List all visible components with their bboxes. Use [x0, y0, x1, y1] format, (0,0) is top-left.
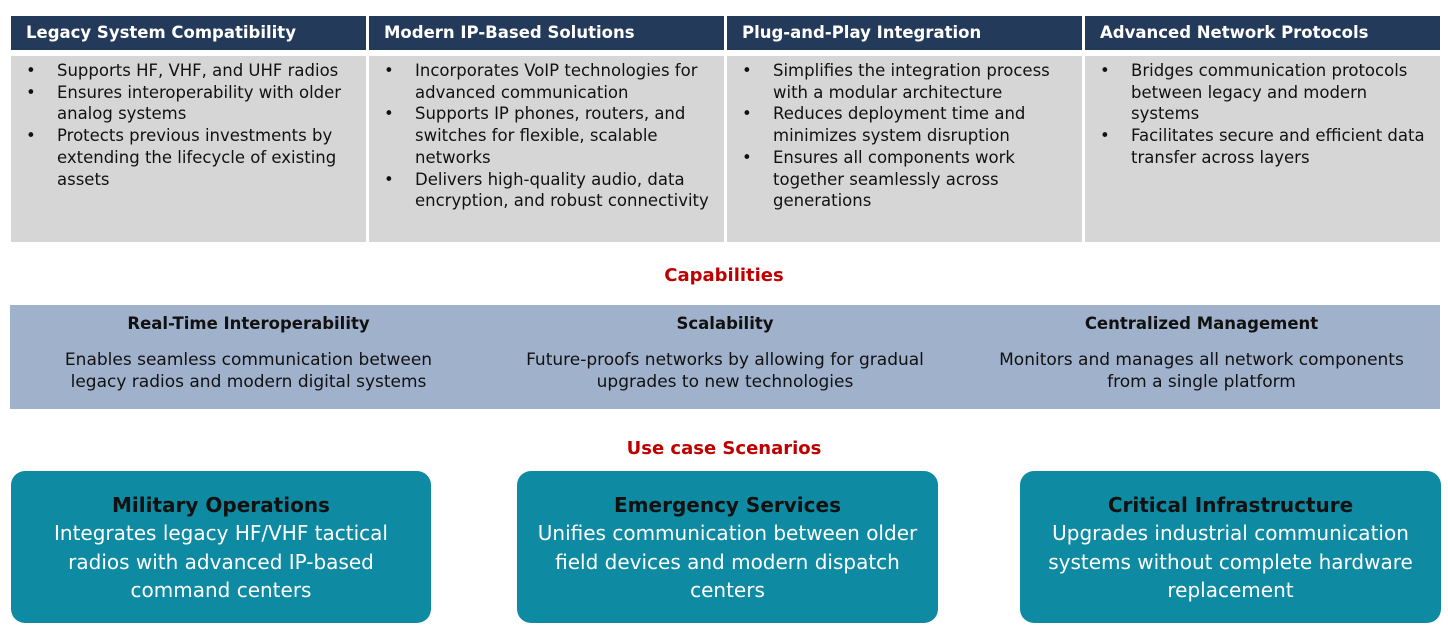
bullet-dot-icon: • — [384, 169, 394, 189]
bullet-dot-icon: • — [1100, 61, 1110, 80]
bullet-dot-icon: • — [26, 82, 36, 102]
bullet-dot-icon: • — [26, 61, 36, 80]
use-case-description: Upgrades industrial communication system… — [1048, 521, 1413, 602]
capability-title: Scalability — [676, 314, 774, 333]
capability-title: Real-Time Interoperability — [127, 314, 370, 333]
bullet-dot-icon: • — [742, 104, 752, 124]
bullet-item: •Delivers high-quality audio, data encry… — [384, 169, 709, 211]
column-header: Advanced Network Protocols — [1085, 16, 1440, 50]
column-body: •Incorporates VoIP technologies for adva… — [369, 56, 724, 242]
bullet-item: •Bridges communication protocols between… — [1100, 61, 1408, 124]
capabilities-band: Real-Time Interoperability Enables seaml… — [10, 305, 1440, 409]
bullet-item: •Supports IP phones, routers, and switch… — [384, 104, 686, 167]
bullet-dot-icon: • — [742, 61, 752, 80]
capability-scalability: Scalability Future-proofs networks by al… — [487, 305, 963, 409]
use-case-title: Critical Infrastructure — [1107, 493, 1354, 517]
bullet-item: •Ensures all components work together se… — [742, 147, 1015, 211]
capability-description: Monitors and manages all network compone… — [999, 350, 1404, 392]
bullet-item: •Supports HF, VHF, and UHF radios — [26, 61, 339, 80]
use-case-card-infrastructure: Critical Infrastructure Upgrades industr… — [1020, 471, 1441, 623]
capability-description: Enables seamless communication between l… — [64, 350, 433, 392]
column-header: Modern IP-Based Solutions — [369, 16, 724, 50]
capability-centralized-management: Centralized Management Monitors and mana… — [963, 305, 1440, 409]
column-advanced-protocols: Advanced Network Protocols •Bridges comm… — [1085, 16, 1440, 242]
feature-columns: Legacy System Compatibility •Supports HF… — [11, 16, 1440, 242]
use-case-description: Integrates legacy HF/VHF tactical radios… — [54, 521, 388, 602]
use-case-card-emergency: Emergency Services Unifies communication… — [517, 471, 938, 623]
bullet-dot-icon: • — [384, 61, 394, 80]
bullet-item: •Reduces deployment time and minimizes s… — [742, 104, 1026, 146]
bullet-dot-icon: • — [742, 147, 752, 167]
column-header: Legacy System Compatibility — [11, 16, 366, 50]
bullet-item: •Incorporates VoIP technologies for adva… — [384, 61, 698, 102]
capabilities-heading: Capabilities — [664, 265, 784, 286]
use-case-title: Emergency Services — [614, 493, 841, 517]
column-header: Plug-and-Play Integration — [727, 16, 1082, 50]
bullet-item: •Simplifies the integration process with… — [742, 61, 1050, 102]
bullet-item: •Protects previous investments by extend… — [26, 126, 337, 189]
capability-real-time-interoperability: Real-Time Interoperability Enables seaml… — [10, 305, 487, 409]
column-body: •Simplifies the integration process with… — [727, 56, 1082, 242]
use-case-heading: Use case Scenarios — [626, 438, 822, 459]
column-body: •Bridges communication protocols between… — [1085, 56, 1440, 242]
capability-title: Centralized Management — [1084, 314, 1319, 333]
capability-description: Future-proofs networks by allowing for g… — [526, 350, 924, 392]
bullet-item: •Ensures interoperability with older ana… — [26, 82, 342, 124]
column-legacy-compatibility: Legacy System Compatibility •Supports HF… — [11, 16, 366, 242]
use-case-description: Unifies communication between older fiel… — [537, 521, 918, 602]
bullet-dot-icon: • — [1100, 126, 1110, 146]
use-case-title: Military Operations — [112, 493, 330, 517]
bullet-dot-icon: • — [384, 104, 394, 124]
column-body: •Supports HF, VHF, and UHF radios •Ensur… — [11, 56, 366, 242]
bullet-dot-icon: • — [26, 126, 36, 146]
column-modern-ip: Modern IP-Based Solutions •Incorporates … — [369, 16, 724, 242]
use-case-card-military: Military Operations Integrates legacy HF… — [11, 471, 431, 623]
column-plug-and-play: Plug-and-Play Integration •Simplifies th… — [727, 16, 1082, 242]
bullet-item: •Facilitates secure and efficient data t… — [1100, 126, 1425, 167]
